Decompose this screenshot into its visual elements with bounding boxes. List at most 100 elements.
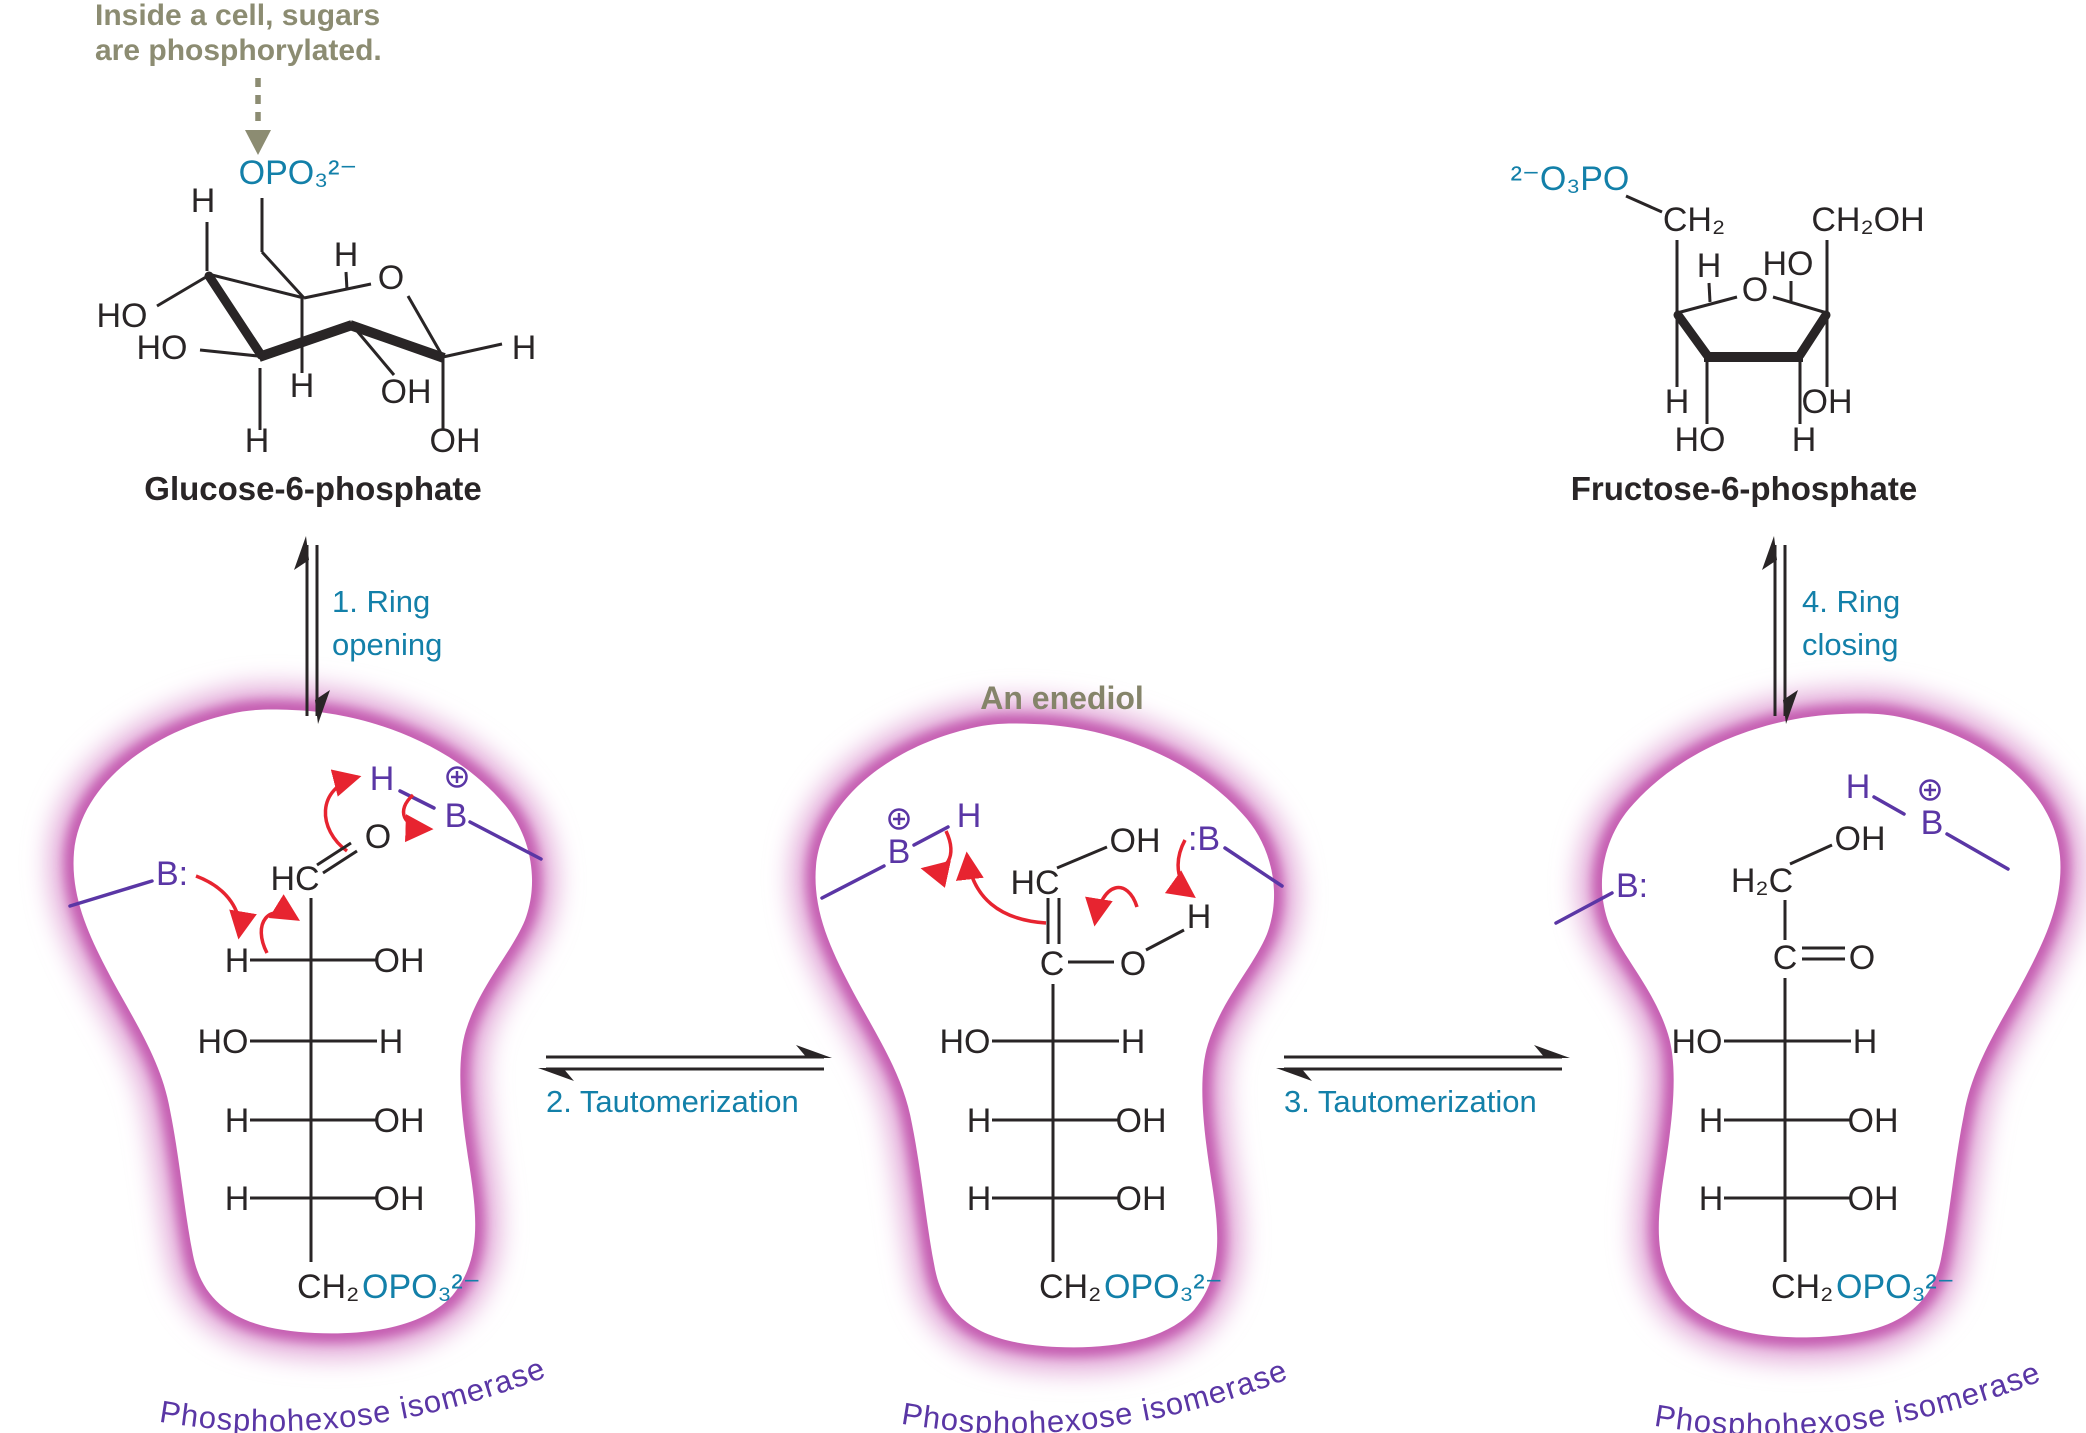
h-label: H bbox=[512, 329, 537, 367]
oh-label: OH bbox=[374, 1102, 425, 1140]
harpoon-down bbox=[1783, 690, 1798, 724]
enzyme-name-text: Phosphohexose isomerase bbox=[157, 1350, 549, 1433]
ch2-label: CH₂ bbox=[1663, 201, 1725, 239]
base-b-label: B bbox=[445, 797, 468, 835]
c-label: C bbox=[1773, 939, 1798, 977]
bond bbox=[1772, 295, 1828, 315]
electron-arrow bbox=[195, 874, 257, 940]
step3-equilibrium: 3. Tautomerization bbox=[1276, 1045, 1570, 1119]
harpoon-down bbox=[315, 690, 330, 724]
bond bbox=[1676, 295, 1738, 315]
ch2-label: CH₂ bbox=[1039, 1268, 1101, 1306]
ring-oxygen-label: O bbox=[378, 259, 404, 297]
oh-label: OH bbox=[430, 422, 481, 460]
ho-label: HO bbox=[97, 297, 148, 335]
callout: Inside a cell, sugars are phosphorylated… bbox=[95, 0, 382, 155]
harpoon-right bbox=[796, 1045, 832, 1058]
enediol-caption: An enediol bbox=[980, 680, 1144, 716]
ho-label: HO bbox=[940, 1023, 991, 1061]
plus-charge-icon bbox=[888, 808, 910, 830]
ho-label: HO bbox=[198, 1023, 249, 1061]
step1-equilibrium: 1. Ring opening bbox=[294, 536, 442, 724]
h-label: H bbox=[1121, 1023, 1146, 1061]
enzyme-link-bond bbox=[1554, 891, 1614, 925]
h-label: H bbox=[1792, 421, 1817, 459]
step4-label-line1: 4. Ring bbox=[1802, 584, 1900, 619]
proton-label: H bbox=[957, 797, 982, 835]
h-label: H bbox=[191, 182, 216, 220]
step4-equilibrium: 4. Ring closing bbox=[1762, 536, 1900, 724]
oh-label: OH bbox=[1848, 1180, 1899, 1218]
bond bbox=[344, 271, 349, 291]
callout-line-1: Inside a cell, sugars bbox=[95, 0, 380, 32]
base-b-label: B: bbox=[1616, 867, 1648, 905]
oh-label: OH bbox=[1835, 820, 1886, 858]
o-label: O bbox=[1849, 939, 1875, 977]
electron-arrow bbox=[259, 894, 300, 954]
step1-label-line2: opening bbox=[332, 627, 442, 662]
ch2-label: CH₂ bbox=[1771, 1268, 1833, 1306]
enzyme-link-bond bbox=[1223, 846, 1284, 888]
enzyme-name-1: Phosphohexose isomerase bbox=[157, 1350, 550, 1433]
step1-label-line1: 1. Ring bbox=[332, 584, 430, 619]
bond bbox=[303, 282, 372, 300]
h-label: H bbox=[290, 367, 315, 405]
bond bbox=[199, 348, 259, 358]
oh-label: OH bbox=[1116, 1180, 1167, 1218]
phosphate-label: OPO₃²⁻ bbox=[239, 154, 358, 192]
h-label: H bbox=[1699, 1102, 1724, 1140]
b-h-bond bbox=[398, 789, 436, 810]
bond bbox=[260, 250, 306, 300]
phosphate-label: OPO₃²⁻ bbox=[362, 1268, 481, 1306]
harpoon-up bbox=[1762, 536, 1777, 570]
electron-arrow bbox=[323, 769, 362, 853]
oh-label: OH bbox=[1802, 383, 1853, 421]
o-label: O bbox=[365, 818, 391, 856]
bold-bond bbox=[1673, 310, 1712, 360]
h-label: H bbox=[1665, 383, 1690, 421]
ho-label: HO bbox=[1675, 421, 1726, 459]
glucose-6-phosphate-structure: OPO₃²⁻ H H O HO HO H H OH H OH Glucose-6… bbox=[97, 154, 537, 507]
oh-label: OH bbox=[381, 373, 432, 411]
base-b-label: B bbox=[1921, 804, 1944, 842]
bond bbox=[207, 272, 305, 300]
electron-arrow bbox=[920, 830, 953, 888]
base-b-label: B: bbox=[156, 855, 188, 893]
b-h-bond bbox=[1872, 795, 1906, 816]
bond bbox=[1707, 282, 1712, 303]
enzyme-link-bond bbox=[820, 864, 886, 900]
h-label: H bbox=[225, 1102, 250, 1140]
hc-label: HC bbox=[1010, 864, 1059, 902]
enzyme-blob-2 bbox=[816, 723, 1275, 1347]
base-b-label: B bbox=[888, 833, 911, 871]
c-label: C bbox=[1040, 945, 1065, 983]
h-label: H bbox=[225, 942, 250, 980]
hc-label: HC bbox=[270, 860, 319, 898]
bold-bond bbox=[257, 320, 354, 362]
phosphate-label: OPO₃²⁻ bbox=[1836, 1268, 1955, 1306]
enediol-intermediate: An enediol B H :B HC OH C O H HO H H OH … bbox=[820, 680, 1284, 1306]
bold-bond bbox=[348, 320, 446, 363]
phosphate-label: ²⁻O₃PO bbox=[1511, 160, 1630, 198]
harpoon-right bbox=[1534, 1045, 1570, 1058]
oh-label: OH bbox=[374, 1180, 425, 1218]
enzyme-link-bond bbox=[468, 820, 543, 861]
ho-label: HO bbox=[1672, 1023, 1723, 1061]
ch2oh-label: CH₂OH bbox=[1811, 201, 1924, 239]
bond bbox=[1145, 928, 1185, 952]
bond bbox=[1056, 845, 1108, 870]
h-label: H bbox=[1697, 247, 1722, 285]
b-h-bond bbox=[912, 825, 950, 847]
bond bbox=[406, 295, 445, 358]
oh-label: OH bbox=[374, 942, 425, 980]
ring-oxygen-label: O bbox=[1742, 271, 1768, 309]
enzyme-name-text: Phosphohexose isomerase bbox=[1652, 1354, 2044, 1433]
harpoon-left bbox=[538, 1068, 574, 1081]
proton-label: H bbox=[370, 760, 395, 798]
bold-bond bbox=[1795, 310, 1831, 360]
fructose-6-phosphate-structure: ²⁻O₃PO CH₂ CH₂OH H HO O H HO OH H Fructo… bbox=[1511, 160, 1925, 507]
bond bbox=[1625, 194, 1663, 214]
callout-line-2: are phosphorylated. bbox=[95, 34, 382, 67]
